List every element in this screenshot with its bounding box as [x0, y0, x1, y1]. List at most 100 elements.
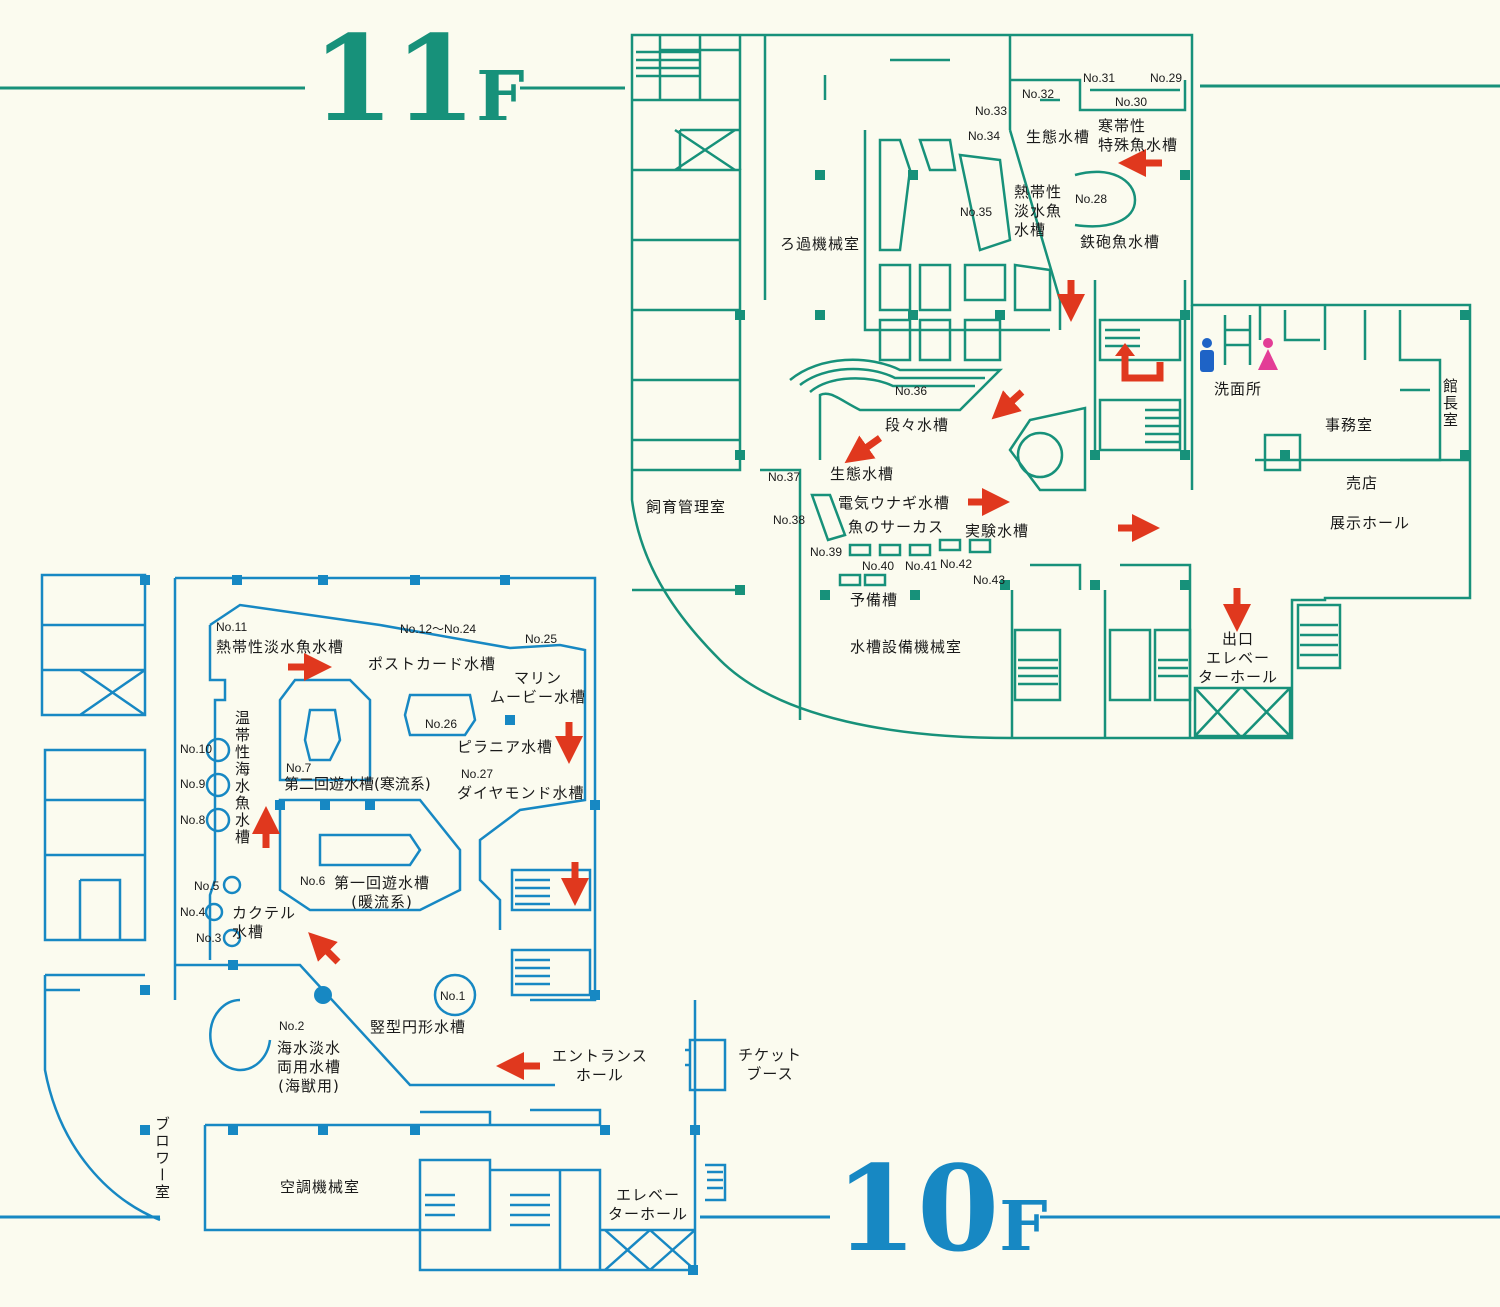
floor-11-suffix: F: [476, 57, 525, 137]
cold-line1: 寒帯性: [1098, 117, 1147, 135]
room-director: 館長室: [1441, 378, 1459, 429]
tank-number-37: No.37: [768, 470, 801, 484]
tank-number-28: No.28: [1075, 192, 1108, 206]
tank-number-41: No.41: [905, 559, 938, 573]
arrow-u-turn-icon-head: [1115, 343, 1135, 356]
tank-number-42: No.42: [940, 557, 973, 571]
room-exhibit-hall: 展示ホール: [1330, 514, 1411, 532]
arrow-diagonal-icon: [844, 435, 883, 464]
entrance-line2: ホール: [575, 1065, 624, 1084]
tank-ecology-top: 生態水槽: [1026, 128, 1091, 146]
arrow-u-turn-icon: [1121, 350, 1164, 382]
exit-line3: ターホール: [1198, 667, 1279, 686]
tank-number-27: No.27: [461, 767, 494, 781]
tank-ecology: 生態水槽: [830, 465, 895, 483]
tank-number-38: No.38: [773, 513, 806, 527]
room-elevator-hall-10f: エレベーターホール: [608, 1186, 688, 1224]
tank-temperate-seawater: 温帯性海水魚水槽: [233, 710, 251, 846]
tank-postcard: ポストカード水槽: [368, 655, 497, 673]
tank-tropical-freshwater-11f: 熱帯性淡水魚水槽: [1014, 183, 1062, 239]
tank-number-33: No.33: [975, 104, 1008, 118]
dual-line1: 海水淡水: [277, 1039, 342, 1057]
male-restroom-icon: [1200, 338, 1214, 372]
floor-11-title: 11F: [312, 20, 525, 138]
floor-10-title: 10F: [835, 1150, 1048, 1268]
cocktail-line2: 水槽: [232, 922, 265, 941]
floor-11-columns: [735, 170, 1470, 600]
tank-number-5: No.5: [194, 879, 220, 893]
tank-number-31: No.31: [1083, 71, 1116, 85]
tank-first-loop: 第一回遊水槽(暖流系): [334, 874, 430, 912]
room-exit-elevator-hall: 出口エレベーターホール: [1198, 630, 1278, 686]
tank-number-34: No.34: [968, 129, 1001, 143]
tank-number-9: No.9: [180, 777, 206, 791]
floor-11-rule-lines: [0, 84, 1500, 90]
tank-second-loop: 第二回遊水槽(寒流系): [284, 775, 431, 793]
tank-number-32: No.32: [1022, 87, 1055, 101]
tank-electric-eel: 電気ウナギ水槽: [838, 494, 951, 512]
dual-line3: (海獣用): [278, 1076, 340, 1095]
first-loop-line2: (暖流系): [351, 892, 413, 911]
tank-number-3: No.3: [196, 931, 222, 945]
flow-arrows: [252, 149, 1251, 1080]
tank-marine-movie: マリンムービー水槽: [490, 669, 586, 707]
tank-dual-use: 海水淡水両用水槽(海獣用): [277, 1039, 341, 1095]
entrance-line1: エントランス: [552, 1047, 648, 1065]
tropical-line2: 淡水魚: [1014, 201, 1063, 220]
tank-archerfish: 鉄砲魚水槽: [1080, 233, 1161, 251]
tank-number-29: No.29: [1150, 71, 1183, 85]
tropical-line3: 水槽: [1014, 220, 1047, 239]
tank-number-30: No.30: [1115, 95, 1148, 109]
tank-number-26: No.26: [425, 717, 458, 731]
tank-steps: 段々水槽: [885, 416, 950, 434]
tank-number-10: No.10: [180, 742, 213, 756]
room-washroom: 洗面所: [1214, 380, 1263, 398]
tank-number-43: No.43: [973, 573, 1006, 587]
elevator-line2: ターホール: [608, 1204, 689, 1223]
ticket-line2: ブース: [746, 1064, 794, 1083]
floor-10-suffix: F: [999, 1187, 1048, 1267]
cold-line2: 特殊魚水槽: [1098, 135, 1179, 154]
marine-line2: ムービー水槽: [490, 687, 587, 706]
tank-number-25: No.25: [525, 632, 558, 646]
arrow-diagonal-icon: [308, 932, 341, 965]
elevator-line1: エレベー: [616, 1186, 681, 1204]
marine-line1: マリン: [514, 669, 563, 687]
room-breeding-management: 飼育管理室: [646, 498, 727, 516]
floor-10-plan: [40, 573, 727, 1272]
tank-number-8: No.8: [180, 813, 206, 827]
tank-experiment: 実験水槽: [965, 522, 1030, 540]
tank-tropical-freshwater-10f: 熱帯性淡水魚水槽: [216, 638, 345, 656]
dual-line2: 両用水槽: [277, 1057, 342, 1076]
ticket-line1: チケット: [738, 1046, 803, 1064]
room-blower: ブロワー室: [153, 1116, 171, 1201]
tank-number-2: No.2: [279, 1019, 305, 1033]
floor-11-number: 11: [312, 9, 477, 148]
tank-piranha: ピラニア水槽: [457, 738, 554, 756]
floor-10-number: 10: [835, 1139, 1000, 1278]
tank-diamond: ダイヤモンド水槽: [457, 784, 585, 802]
tropical-line1: 熱帯性: [1014, 183, 1063, 201]
floor-10-columns: [140, 575, 700, 1275]
tank-number-4: No.4: [180, 905, 206, 919]
tank-number-36: No.36: [895, 384, 928, 398]
room-ticket-booth: チケットブース: [738, 1046, 802, 1084]
exit-line1: 出口: [1222, 630, 1255, 648]
tank-reserve: 予備槽: [850, 591, 899, 609]
tank-number-39: No.39: [810, 545, 843, 559]
tank-number-12-24: No.12〜No.24: [400, 622, 477, 636]
room-office: 事務室: [1325, 416, 1374, 434]
tank-cold-special: 寒帯性特殊魚水槽: [1098, 117, 1178, 155]
exit-line2: エレベー: [1206, 648, 1271, 667]
room-entrance-hall: エントランスホール: [552, 1047, 648, 1085]
cocktail-line1: カクテル: [232, 904, 297, 922]
tank-vertical-cylinder: 竪型円形水槽: [370, 1018, 467, 1036]
tank-fish-circus: 魚のサーカス: [848, 518, 945, 536]
tank-cocktail: カクテル水槽: [232, 904, 296, 942]
room-shop: 売店: [1346, 474, 1379, 492]
room-tank-equipment: 水槽設備機械室: [850, 638, 963, 656]
room-aircon-machine: 空調機械室: [280, 1178, 361, 1196]
female-restroom-icon: [1258, 338, 1278, 370]
room-filtration: ろ過機械室: [780, 235, 861, 253]
